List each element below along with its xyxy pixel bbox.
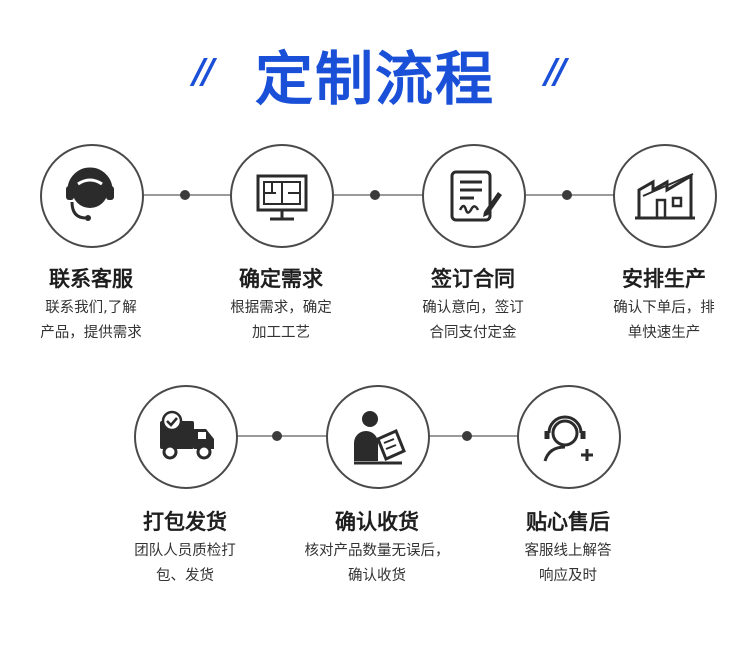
connector-dot bbox=[370, 190, 380, 200]
step-circle bbox=[40, 144, 144, 248]
desc-line: 核对产品数量无误后， bbox=[304, 543, 450, 559]
factory-icon bbox=[635, 173, 695, 220]
desc-line: 确认收货 bbox=[348, 568, 406, 584]
connector-dot bbox=[272, 431, 282, 441]
desc-line: 确认意向，签订 bbox=[422, 300, 524, 316]
step-description: 确认下单后，排 单快速生产 bbox=[569, 296, 750, 346]
step-description: 核对产品数量无误后， 确认收货 bbox=[282, 539, 472, 589]
step-title: 确定需求 bbox=[239, 267, 323, 291]
row1-connector bbox=[140, 194, 628, 196]
step-circle bbox=[326, 385, 430, 489]
step-circle bbox=[422, 144, 526, 248]
support-agent-plus-icon bbox=[543, 415, 593, 462]
desc-line: 包、发货 bbox=[156, 568, 214, 584]
page-title: 定制流程 bbox=[254, 45, 495, 113]
step-description: 联系我们,了解 产品，提供需求 bbox=[0, 296, 186, 346]
desc-line: 客服线上解答 bbox=[524, 543, 612, 559]
desc-line: 响应及时 bbox=[539, 568, 597, 584]
step-title: 确认收货 bbox=[335, 510, 419, 534]
step-circle bbox=[517, 385, 621, 489]
document-signature-icon bbox=[450, 170, 502, 222]
step-title: 签订合同 bbox=[431, 267, 515, 291]
step-description: 团队人员质检打 包、发货 bbox=[90, 539, 280, 589]
desc-line: 团队人员质检打 bbox=[134, 543, 236, 559]
right-slash-decoration: // bbox=[545, 52, 567, 92]
desc-line: 根据需求，确定 bbox=[230, 300, 332, 316]
step-circle bbox=[230, 144, 334, 248]
header: // 定制流程 // bbox=[0, 28, 750, 113]
step-circle bbox=[613, 144, 717, 248]
connector-dot bbox=[562, 190, 572, 200]
step-title: 贴心售后 bbox=[526, 510, 610, 534]
desc-line: 合同支付定金 bbox=[429, 325, 517, 341]
left-slash-decoration: // bbox=[193, 52, 215, 92]
step-description: 客服线上解答 响应及时 bbox=[473, 539, 663, 589]
step-description: 确认意向，签订 合同支付定金 bbox=[378, 296, 568, 346]
step-circle bbox=[134, 385, 238, 489]
delivery-truck-icon bbox=[160, 410, 214, 460]
step-description: 根据需求，确定 加工工艺 bbox=[186, 296, 376, 346]
step-title: 打包发货 bbox=[143, 510, 227, 534]
step-title: 安排生产 bbox=[622, 267, 706, 291]
connector-dot bbox=[180, 190, 190, 200]
step-title: 联系客服 bbox=[49, 267, 133, 291]
user-receipt-icon bbox=[354, 411, 406, 465]
headset-agent-icon bbox=[66, 167, 114, 221]
desc-line: 加工工艺 bbox=[252, 325, 310, 341]
desc-line: 联系我们,了解 bbox=[45, 300, 137, 316]
desc-line: 产品，提供需求 bbox=[40, 325, 142, 341]
desc-line: 单快速生产 bbox=[627, 325, 701, 341]
connector-dot bbox=[462, 431, 472, 441]
desc-line: 确认下单后，排 bbox=[613, 300, 715, 316]
monitor-blueprint-icon bbox=[256, 174, 308, 221]
